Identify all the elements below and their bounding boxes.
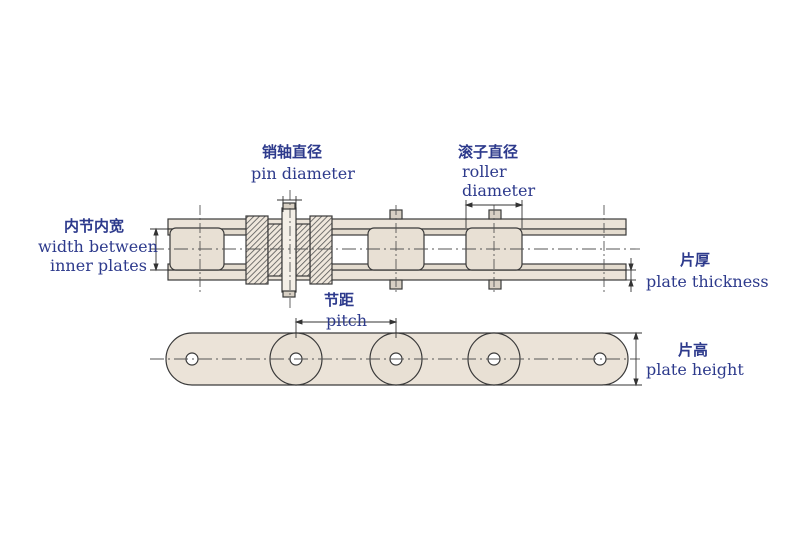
pin-head-bottom <box>282 290 296 298</box>
section-bushing-left <box>267 223 283 277</box>
pin-diameter-en: pin diameter <box>251 164 355 183</box>
top-view-centerlines <box>150 190 640 310</box>
outer-plate-bottom <box>167 269 627 281</box>
pin-head-top <box>282 202 296 210</box>
section-pin <box>281 207 297 293</box>
dim-pin-diameter <box>277 196 302 212</box>
plate-height-cn: 片高 <box>678 341 709 359</box>
section-bushing-right <box>295 223 311 277</box>
roller-diameter-cn: 滚子直径 <box>458 143 519 161</box>
plate-height-en: plate height <box>646 360 744 379</box>
pitch-cn: 节距 <box>324 291 355 309</box>
plate-thickness-cn: 片厚 <box>680 251 711 269</box>
width-between-en-1: width between <box>38 237 158 256</box>
width-between-cn: 内节内宽 <box>64 217 125 235</box>
pin-diameter-cn: 销轴直径 <box>262 143 323 161</box>
dim-roller-diameter <box>464 200 524 228</box>
section-plate-right <box>309 215 333 285</box>
pin-end-right-bottom <box>488 279 502 290</box>
dim-plate-thickness <box>626 258 636 292</box>
dim-width-between <box>150 227 170 272</box>
roller-diameter-en-1: roller <box>462 162 507 181</box>
pin-end-right-top <box>488 209 502 220</box>
top-view <box>167 202 627 298</box>
dim-plate-height <box>602 331 642 387</box>
pitch-en: pitch <box>326 311 368 330</box>
plate-thickness-en: plate thickness <box>646 272 769 291</box>
dim-pitch <box>294 318 398 338</box>
width-between-en-2: inner plates <box>50 256 147 275</box>
section-plate-left <box>245 215 269 285</box>
roller-diameter-en-2: diameter <box>462 181 536 200</box>
